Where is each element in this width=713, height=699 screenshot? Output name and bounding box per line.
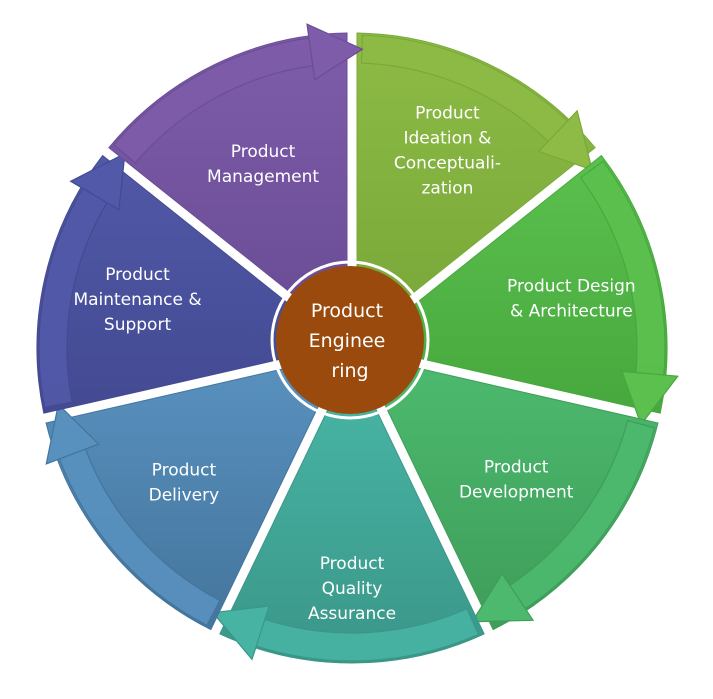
center-node: Product Enginee ring [270, 260, 430, 420]
segment-label-line: Product [320, 554, 385, 574]
segment-label-line: Product [105, 265, 170, 285]
arrowhead-icon [69, 152, 126, 211]
segment-label-line: Delivery [149, 486, 220, 506]
segment-label-line: Development [459, 482, 574, 502]
segment-label-line: Conceptuali- [394, 153, 501, 173]
center-label-line: Product [311, 300, 383, 322]
arrowhead-icon [45, 403, 100, 465]
segment-wedge [36, 154, 303, 414]
center-ring [270, 260, 430, 420]
center-label-line: Enginee [309, 330, 386, 352]
center-label: Product Enginee ring [309, 300, 392, 382]
segment-label-line: Product [231, 142, 296, 162]
center-label-line: ring [331, 360, 368, 382]
segment-label-line: Quality [322, 579, 383, 599]
segment-label-line: Product [152, 461, 217, 481]
arrowhead-icon [306, 23, 364, 81]
segment-wedge [401, 154, 668, 414]
segment-label-line: Ideation & [404, 128, 492, 148]
arrowhead-icon [471, 572, 535, 623]
segment-label-line: Product [484, 457, 549, 477]
arrowhead-icon [621, 370, 679, 426]
arrowhead-icon [211, 605, 270, 661]
segment-label-line: Maintenance & [73, 290, 201, 310]
segment-label-line: Assurance [308, 604, 396, 624]
segment-design: Product Design & Architecture [401, 154, 679, 426]
segment-label-line: Product [415, 103, 480, 123]
segment-wedge [219, 403, 485, 664]
segment-label-line: Support [104, 315, 172, 335]
segment-label: Product Design & Architecture [507, 276, 636, 321]
center-circle [276, 266, 424, 414]
segment-wedge [45, 365, 323, 631]
arrowhead-icon [537, 109, 593, 171]
segment-label-line: Product Design [507, 276, 636, 296]
segment-wedge [381, 365, 659, 631]
segment-label-line: & Architecture [510, 301, 633, 321]
segment-label-line: zation [422, 178, 474, 198]
segment-label-line: Management [207, 167, 319, 187]
